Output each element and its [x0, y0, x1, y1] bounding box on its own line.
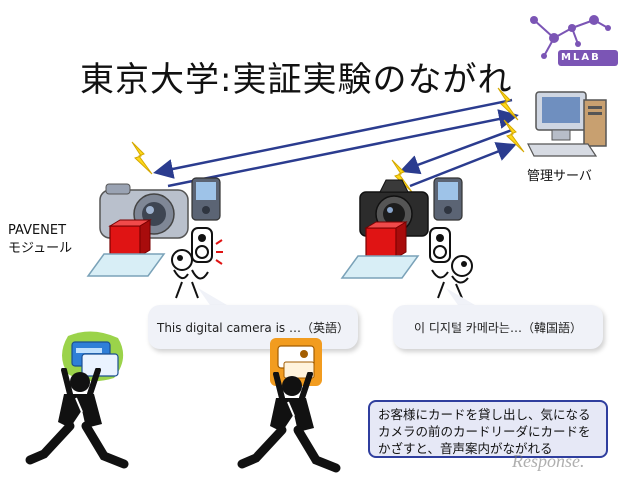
lightning-bolt-icon — [131, 141, 153, 175]
id-card-icon — [62, 331, 124, 382]
speech-bubble-english: This digital camera is …（英語） — [148, 305, 358, 349]
pda-icon — [433, 177, 463, 221]
arrow-server-to-right-camera — [399, 128, 513, 175]
lightning-bolt-icon — [503, 119, 525, 153]
cartoon-speaker-character-icon — [171, 227, 223, 299]
person-holding-card-icon — [25, 368, 129, 469]
arrow-right-camera-to-server — [409, 142, 517, 188]
person-holding-card-icon — [237, 372, 341, 473]
speech-bubble-korean: 이 디지털 카메라는…（韓国語） — [393, 305, 603, 349]
watermark: Response. — [512, 451, 585, 471]
arrow-server-to-left-camera — [153, 98, 513, 179]
page-title: 東京大学:実証実験のながれ — [80, 60, 513, 100]
server-label: 管理サーバ — [527, 169, 592, 184]
bubble-pointer — [198, 288, 232, 308]
module-label-line2: モジュール — [8, 241, 73, 256]
red-module-box-icon — [364, 221, 408, 259]
card-reader-plate-icon — [340, 255, 420, 279]
pda-icon — [191, 177, 221, 221]
lightning-bolt-icon — [497, 87, 519, 121]
molecule-logo-icon — [530, 15, 618, 66]
logo-text: MLAB — [561, 52, 601, 63]
red-module-box-icon — [108, 219, 152, 257]
description-box: お客様にカードを貸し出し、気になるカメラの前のカードリーダにカードをかざすと、音… — [368, 400, 608, 458]
module-label: PAVENET モジュール — [8, 222, 72, 258]
bubble-pointer — [446, 288, 480, 308]
module-label-line1: PAVENET — [8, 223, 67, 238]
computer-server-icon — [527, 91, 607, 157]
card-reader-plate-icon — [86, 253, 166, 277]
cartoon-speaker-character-icon — [429, 227, 473, 299]
arrow-left-camera-to-server — [167, 109, 519, 188]
